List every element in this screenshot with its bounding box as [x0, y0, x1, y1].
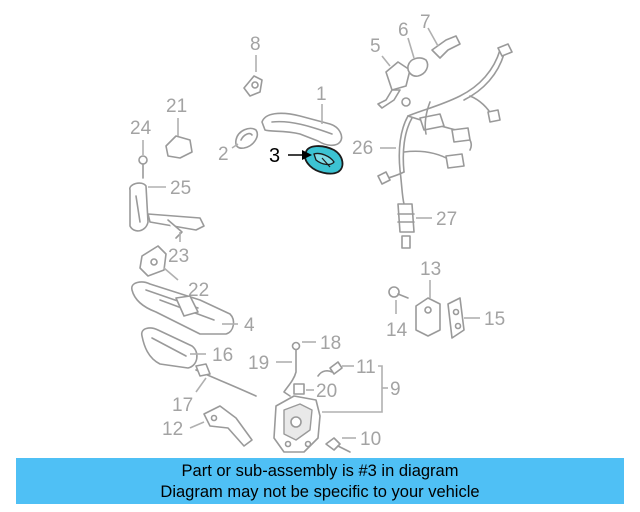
parts-diagram: 8 1 2 3 5 6 7 — [129, 12, 513, 453]
banner-line-2: Diagram may not be specific to your vehi… — [160, 483, 480, 501]
callout-3[interactable]: 3 — [269, 145, 280, 167]
part-26-wiring-harness — [377, 43, 513, 205]
part-8-bracket — [243, 55, 263, 97]
part-17-rod — [195, 363, 257, 397]
leader-3 — [288, 150, 312, 160]
callout-2[interactable]: 2 — [218, 144, 229, 165]
part-21-hinge-bracket — [165, 118, 193, 159]
part-7-clip — [427, 27, 461, 59]
callout-21[interactable]: 21 — [166, 96, 187, 117]
callout-25[interactable]: 25 — [170, 178, 191, 199]
callout-27[interactable]: 27 — [436, 209, 457, 230]
part-14-bolt — [388, 286, 409, 314]
callout-15[interactable]: 15 — [484, 309, 505, 330]
callout-8[interactable]: 8 — [250, 34, 261, 55]
part-5-lock-cylinder — [377, 55, 411, 109]
info-banner: Part or sub-assembly is #3 in diagram Di… — [16, 458, 624, 504]
part-3-inside-handle[interactable] — [304, 145, 344, 175]
callout-11[interactable]: 11 — [356, 357, 376, 378]
part-6-bezel — [407, 37, 429, 77]
callout-16[interactable]: 16 — [212, 345, 233, 366]
part-27-module — [397, 203, 432, 249]
part-4-door-module — [131, 281, 238, 335]
part-10-screw — [325, 437, 356, 453]
callout-7[interactable]: 7 — [420, 12, 431, 33]
callout-26[interactable]: 26 — [352, 138, 373, 159]
part-2-gasket — [231, 127, 259, 149]
callout-6[interactable]: 6 — [398, 20, 409, 41]
part-15-plate — [447, 297, 480, 339]
callout-5[interactable]: 5 — [370, 36, 381, 57]
part-1-outside-handle — [261, 104, 343, 147]
part-24-bolt — [138, 140, 148, 179]
part-22-latch-bracket — [139, 245, 179, 281]
part-16-bezel — [140, 327, 206, 369]
callout-18[interactable]: 18 — [320, 333, 341, 354]
part-12-lower-bracket — [189, 405, 253, 447]
callout-1[interactable]: 1 — [316, 84, 327, 105]
callout-12[interactable]: 12 — [162, 419, 183, 440]
callout-20[interactable]: 20 — [316, 381, 337, 402]
part-11-clip — [317, 361, 354, 377]
callout-10[interactable]: 10 — [360, 429, 381, 450]
callout-19[interactable]: 19 — [248, 353, 269, 374]
callout-13[interactable]: 13 — [420, 259, 441, 280]
banner-line-1: Part or sub-assembly is #3 in diagram — [181, 462, 459, 480]
callout-14[interactable]: 14 — [386, 320, 408, 341]
callout-4[interactable]: 4 — [244, 315, 255, 336]
callout-24[interactable]: 24 — [130, 118, 152, 139]
part-9-door-latch — [273, 365, 388, 453]
callout-23[interactable]: 23 — [168, 246, 189, 267]
callout-22[interactable]: 22 — [188, 280, 209, 301]
callout-9[interactable]: 9 — [390, 379, 401, 400]
part-13-striker — [415, 280, 441, 337]
part-25-cover — [129, 182, 166, 232]
callout-17[interactable]: 17 — [172, 395, 193, 416]
part-18-19-20-lock-rod — [276, 341, 316, 397]
part-23-check-strap — [147, 213, 205, 242]
